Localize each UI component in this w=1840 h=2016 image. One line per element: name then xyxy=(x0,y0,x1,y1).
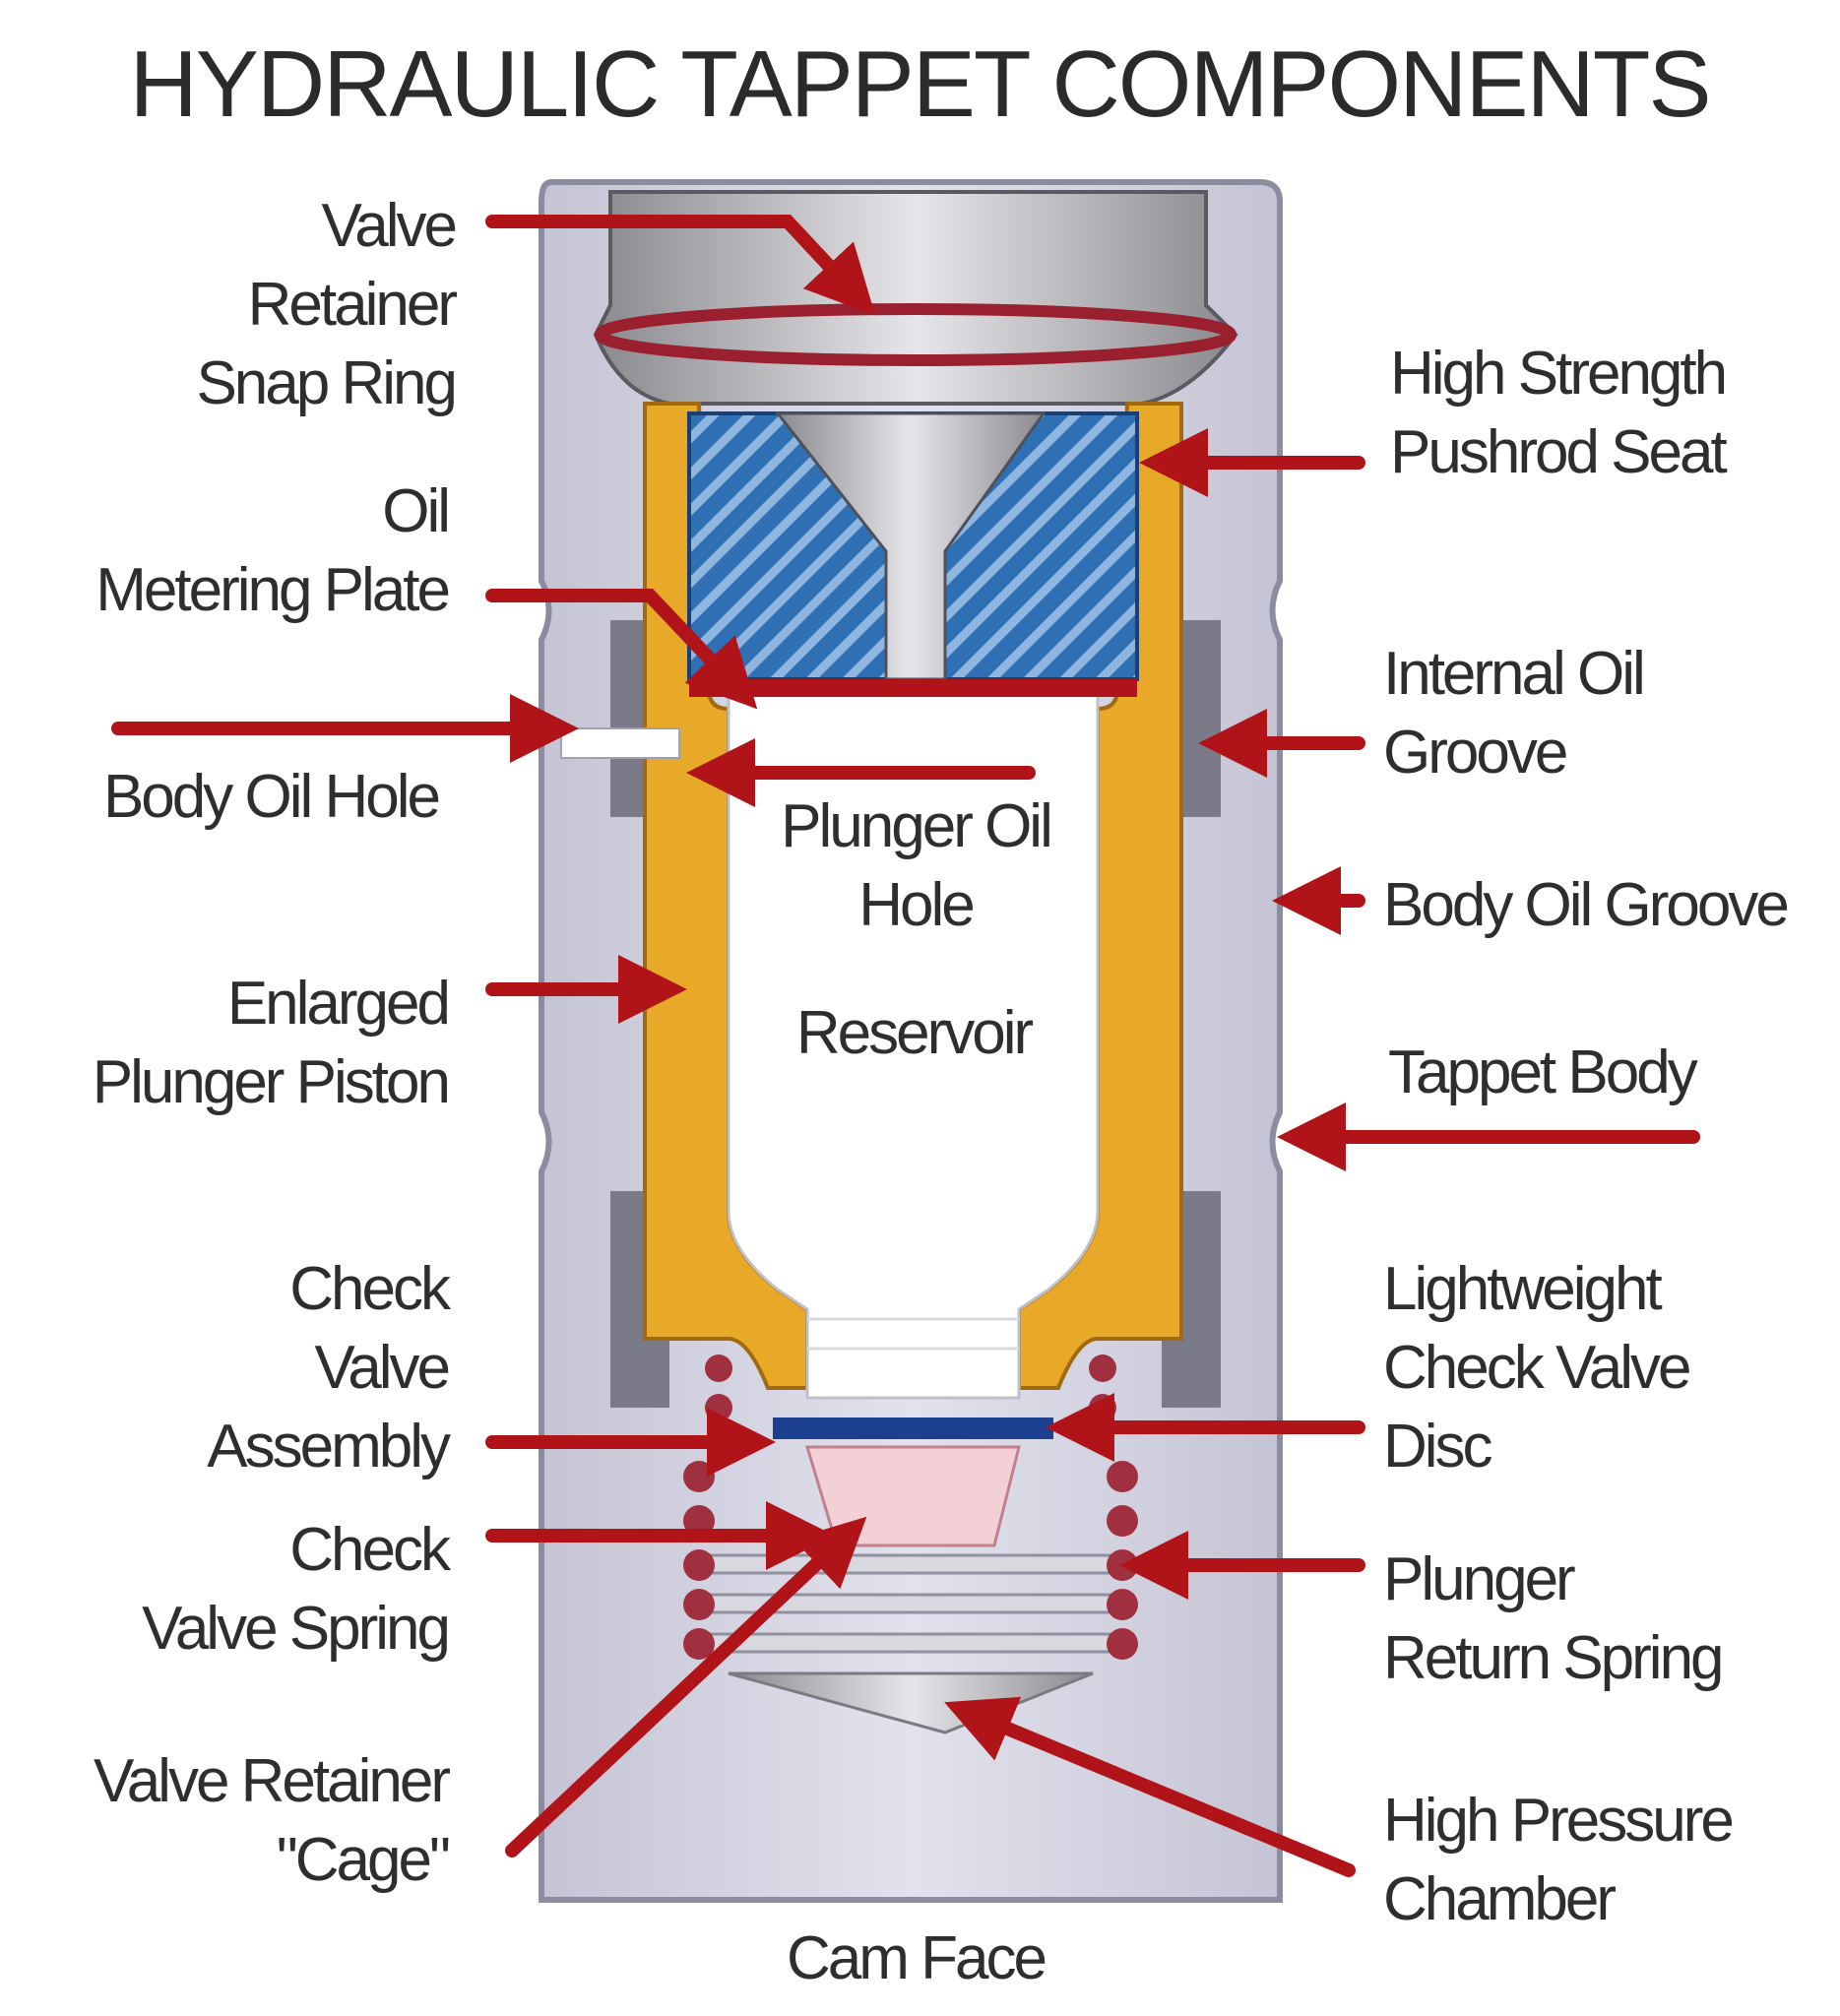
label-return-spring-2: Return Spring xyxy=(1383,1624,1722,1692)
label-check-disc-3: Disc xyxy=(1383,1413,1492,1480)
label-pushrod-seat-2: Pushrod Seat xyxy=(1390,418,1727,486)
label-cam-face: Cam Face xyxy=(787,1924,1045,1992)
label-body-oil-groove: Body Oil Groove xyxy=(1383,871,1787,939)
arrow-snap-ring xyxy=(485,215,876,316)
arrow-high-pressure-chamber xyxy=(944,1696,1356,1877)
label-check-valve-assembly-1: Check xyxy=(289,1255,452,1323)
label-plunger-piston-1: Enlarged xyxy=(227,970,448,1038)
label-metering-plate-2: Metering Plate xyxy=(95,556,448,624)
label-snap-ring-3: Snap Ring xyxy=(196,349,455,417)
check-valve-cage xyxy=(804,1445,1021,1547)
label-snap-ring-2: Retainer xyxy=(248,271,458,339)
label-internal-oil-groove-2: Groove xyxy=(1383,719,1566,787)
label-plunger-oil-hole-1: Plunger Oil xyxy=(781,792,1050,860)
pushrod-seat xyxy=(687,411,1139,681)
label-plunger-piston-2: Plunger Piston xyxy=(93,1048,448,1116)
label-check-valve-assembly-2: Valve xyxy=(315,1334,449,1402)
label-check-valve-assembly-3: Assembly xyxy=(207,1413,451,1480)
label-valve-cage-2: "Cage" xyxy=(277,1826,449,1894)
oil-metering-plate xyxy=(689,679,1137,697)
label-internal-oil-groove-1: Internal Oil xyxy=(1383,640,1643,708)
label-check-valve-spring-1: Check xyxy=(289,1516,452,1584)
label-check-disc-1: Lightweight xyxy=(1383,1255,1662,1323)
arrows xyxy=(111,215,1700,1877)
check-valve-disc xyxy=(773,1418,1053,1439)
label-check-disc-2: Check Valve xyxy=(1383,1334,1689,1402)
label-valve-cage-1: Valve Retainer xyxy=(94,1747,450,1815)
arrow-valve-retainer-cage xyxy=(505,1516,867,1858)
label-reservoir: Reservoir xyxy=(796,999,1034,1067)
label-tappet-body: Tappet Body xyxy=(1388,1039,1698,1106)
label-plunger-oil-hole-2: Hole xyxy=(858,871,973,939)
body-oil-hole xyxy=(560,727,680,759)
label-body-oil-hole: Body Oil Hole xyxy=(103,763,439,831)
label-high-pressure-2: Chamber xyxy=(1383,1865,1616,1933)
label-snap-ring-1: Valve xyxy=(322,192,456,260)
label-high-pressure-1: High Pressure xyxy=(1383,1787,1732,1855)
label-return-spring-1: Plunger xyxy=(1383,1545,1575,1613)
reservoir xyxy=(727,687,1100,1400)
pushrod-cup xyxy=(593,190,1238,406)
label-metering-plate-1: Oil xyxy=(382,477,448,545)
label-pushrod-seat-1: High Strength xyxy=(1390,340,1725,408)
arrow-metering-plate xyxy=(485,589,758,710)
label-check-valve-spring-2: Valve Spring xyxy=(142,1595,448,1663)
diagram-title: HYDRAULIC TAPPET COMPONENTS xyxy=(130,32,1710,137)
